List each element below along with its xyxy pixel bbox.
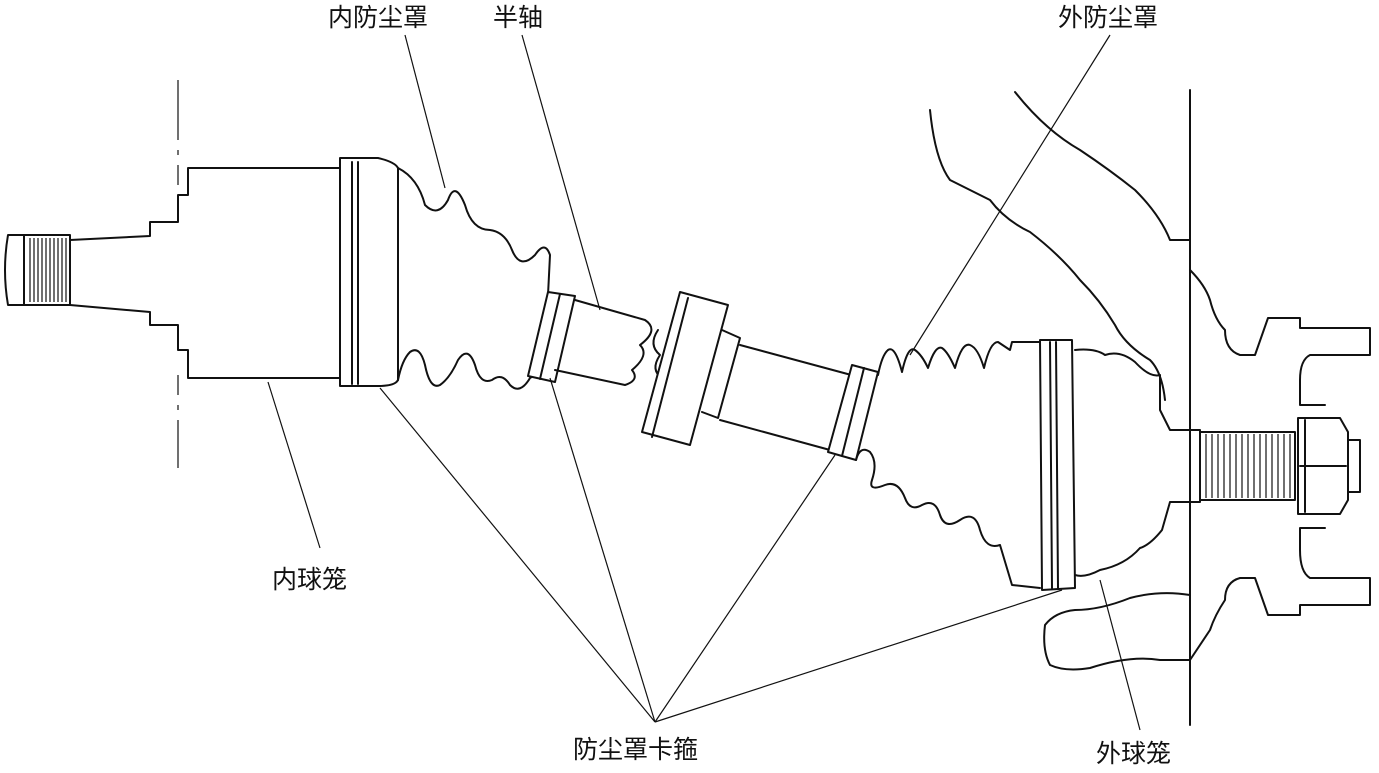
outer-boot-clamp [827, 364, 879, 461]
label-boot-clamp: 防尘罩卡箍 [573, 735, 698, 764]
inner-cv-joint-housing [69, 157, 399, 387]
outer-cv-joint [1039, 339, 1201, 591]
inner-spline-stub [4, 234, 71, 306]
outer-boot [855, 341, 1041, 589]
label-outer-cv-joint: 外球笼 [1096, 739, 1171, 768]
half-shaft [554, 291, 856, 451]
steering-knuckle [929, 89, 1371, 726]
outer-spline-nut [1199, 417, 1361, 515]
label-half-shaft: 半轴 [493, 3, 543, 32]
label-inner-cv-joint: 内球笼 [272, 565, 347, 594]
inner-boot-clamp [527, 291, 576, 383]
inner-boot [397, 167, 551, 390]
label-inner-boot: 内防尘罩 [328, 3, 428, 32]
label-outer-boot: 外防尘罩 [1058, 3, 1158, 32]
leader-lines [267, 34, 1141, 731]
